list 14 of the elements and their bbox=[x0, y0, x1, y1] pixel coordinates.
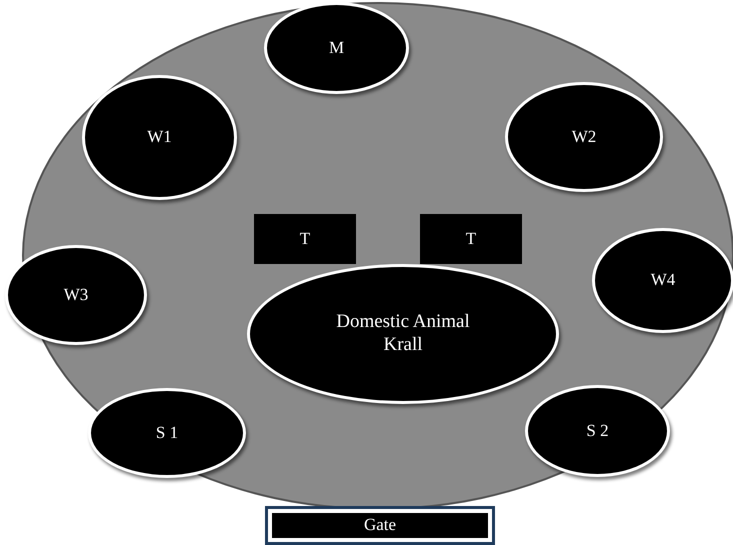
node-label: Gate bbox=[364, 515, 396, 536]
node-label: S 2 bbox=[586, 420, 609, 442]
node-label: S 1 bbox=[156, 422, 178, 444]
node-label: M bbox=[328, 38, 344, 58]
node-label: Domestic Animal Krall bbox=[335, 311, 471, 357]
node-label: W4 bbox=[650, 270, 676, 291]
rect-node bbox=[254, 214, 356, 264]
rect-node bbox=[420, 214, 522, 264]
node-label: W3 bbox=[64, 284, 88, 306]
node-label: W2 bbox=[572, 126, 596, 148]
gate-box bbox=[265, 506, 495, 545]
node-label: T bbox=[466, 228, 476, 250]
node-label: T bbox=[300, 228, 310, 250]
node-label: W1 bbox=[147, 127, 172, 148]
